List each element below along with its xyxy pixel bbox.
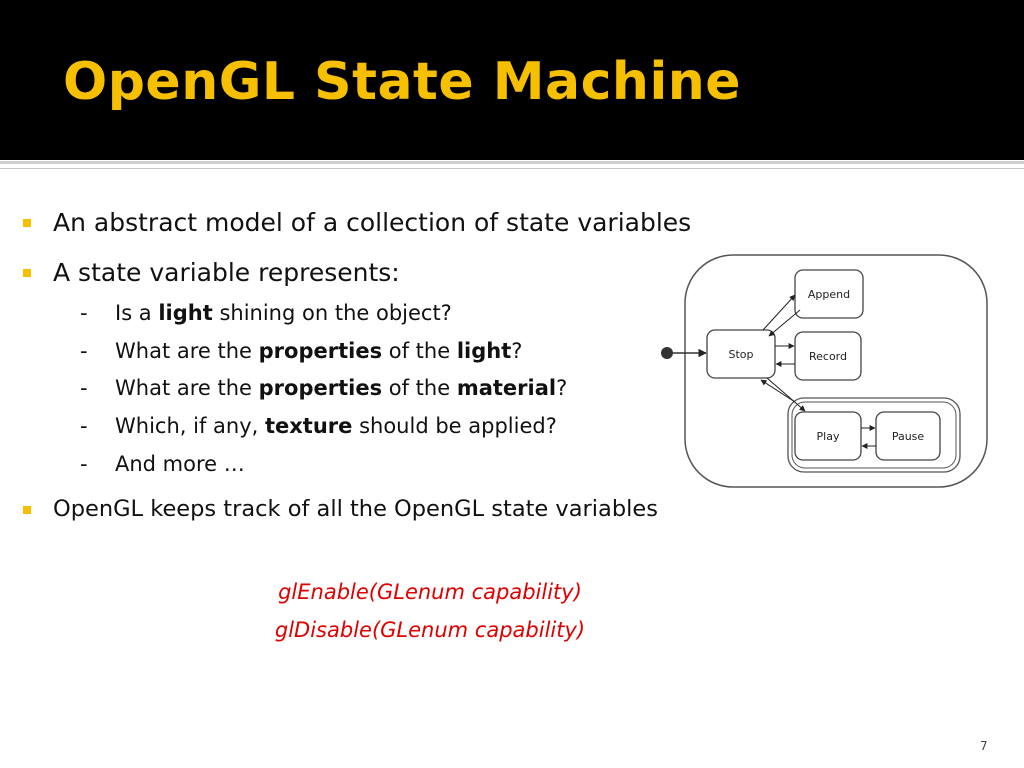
title-bar: OpenGL State Machine: [0, 0, 1024, 160]
text-run: And more …: [115, 452, 245, 476]
text-run: should be applied?: [352, 414, 557, 438]
text-run: of the: [382, 376, 457, 400]
transition-append-to-stop: [768, 309, 801, 337]
header-divider: [0, 161, 1024, 164]
code-gl-disable: glDisable(GLenum capability): [274, 618, 586, 642]
bullet-square-icon: [23, 506, 31, 514]
transition-stop-to-playback: [766, 377, 806, 412]
state-label: Pause: [892, 430, 925, 443]
dash-marker: -: [80, 301, 88, 325]
state-box: [706, 329, 776, 379]
text-run: ?: [511, 339, 523, 363]
bullet-square-icon: [23, 269, 31, 277]
text-run: What are the: [115, 339, 259, 363]
dash-marker: -: [80, 339, 88, 363]
state-stop: Stop: [706, 329, 776, 379]
text-run: Which, if any,: [115, 414, 265, 438]
text-run: shining on the object?: [212, 301, 452, 325]
emphasis-run: properties: [258, 376, 383, 400]
state-box: [875, 411, 941, 461]
text-run: Is a: [115, 301, 159, 325]
sub-item-text: Which, if any, texture should be applied…: [115, 414, 557, 438]
code-gl-enable: glEnable(GLenum capability): [278, 580, 582, 604]
emphasis-run: properties: [258, 339, 383, 363]
sub-item-text: Is a light shining on the object?: [115, 301, 452, 325]
state-box: [794, 331, 862, 381]
state-label: Append: [808, 288, 850, 301]
text-run: of the: [382, 339, 457, 363]
state-box: [794, 269, 864, 319]
sub-item-text: What are the properties of the material?: [115, 376, 567, 400]
bullet-square-icon: [23, 219, 31, 227]
bullet-text: A state variable represents:: [53, 258, 400, 287]
bullet-text: OpenGL keeps track of all the OpenGL sta…: [53, 496, 658, 522]
state-label: Stop: [728, 348, 753, 361]
state-pause: Pause: [875, 411, 941, 461]
playback-composite-inner: [791, 401, 957, 469]
dash-marker: -: [80, 452, 88, 476]
state-label: Play: [817, 430, 840, 443]
text-run: ?: [556, 376, 568, 400]
emphasis-run: light: [158, 301, 213, 325]
dash-marker: -: [80, 376, 88, 400]
slide-title: OpenGL State Machine: [63, 52, 742, 112]
sub-item-text: What are the properties of the light?: [115, 339, 522, 363]
sub-item-text: And more …: [115, 452, 245, 476]
state-record: Record: [794, 331, 862, 381]
emphasis-run: material: [456, 376, 557, 400]
state-play: Play: [794, 411, 862, 461]
state-machine-diagram: Stop Append Record Play Pause: [661, 254, 988, 488]
transition-playback-to-stop: [760, 379, 796, 403]
state-box: [794, 411, 862, 461]
page-number: 7: [980, 739, 988, 753]
state-label: Record: [809, 350, 847, 363]
header-divider-thin: [0, 168, 1024, 169]
emphasis-run: texture: [264, 414, 353, 438]
emphasis-run: light: [456, 339, 512, 363]
text-run: What are the: [115, 376, 259, 400]
initial-state-icon: [661, 347, 673, 359]
dash-marker: -: [80, 414, 88, 438]
bullet-text: An abstract model of a collection of sta…: [53, 208, 692, 237]
state-append: Append: [794, 269, 864, 319]
transition-stop-to-append: [762, 294, 796, 331]
